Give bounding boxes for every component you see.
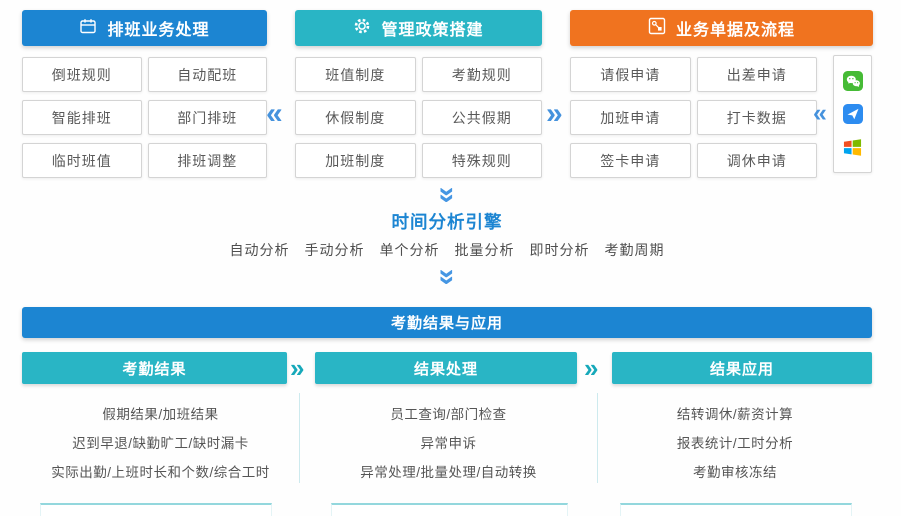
engine-mode: 手动分析 [304,242,365,258]
item-box: 打卡数据 [696,100,817,135]
result-item: 实际出勤/上班时长和个数/综合工时 [51,465,270,480]
item-box: 考勤规则 [421,57,542,92]
flow-left-chevron-icon: « [813,99,827,127]
item-box: 倒班规则 [22,57,142,92]
gear-icon [353,17,371,40]
result-item: 结转调休/薪资计算 [676,407,794,422]
item-box: 智能排班 [22,100,142,135]
group-scheduling: 排班业务处理 倒班规则 自动配班 智能排班 部门排班 临时班值 排班调整 [22,10,267,178]
item-box: 班值制度 [295,57,416,92]
group-documents: 业务单据及流程 请假申请 出差申请 加班申请 打卡数据 签卡申请 调休申请 [570,10,873,178]
engine-mode: 自动分析 [229,242,290,258]
item-box: 临时班值 [22,143,142,178]
item-box: 特殊规则 [421,143,542,178]
group-policy: 管理政策搭建 班值制度 考勤规则 休假制度 公共假期 加班制度 特殊规则 [295,10,542,178]
group-policy-title: 管理政策搭建 [381,22,484,39]
item-box: 自动配班 [147,57,267,92]
result-item: 员工查询/部门检查 [390,407,507,422]
engine-mode: 单个分析 [379,242,440,258]
item-box: 部门排班 [147,100,267,135]
wechat-icon [842,70,863,91]
engine-title: 时间分析引擎 [391,212,503,232]
group-policy-items: 班值制度 考勤规则 休假制度 公共假期 加班制度 特殊规则 [295,57,542,178]
flow-right-chevron-icon: » [546,97,563,130]
group-documents-header: 业务单据及流程 [570,10,873,46]
flow-down-chevron-icon: » [431,186,464,204]
cutoff-box [40,503,272,516]
results-column-header: 结果处理 [315,352,577,384]
group-documents-items: 请假申请 出差申请 加班申请 打卡数据 签卡申请 调休申请 [570,57,817,178]
paper-plane-app-icon [842,104,863,125]
result-item: 异常处理/批量处理/自动转换 [360,465,537,480]
item-box: 调休申请 [696,143,817,178]
result-item: 异常申诉 [420,436,477,451]
result-item: 考勤审核冻结 [693,465,777,480]
engine-mode: 即时分析 [529,242,590,258]
results-column-application: 结转调休/薪资计算 报表统计/工时分析 考勤审核冻结 [598,393,872,483]
results-column-header: 考勤结果 [22,352,287,384]
item-box: 排班调整 [147,143,267,178]
flow-right-chevron-icon: » [584,353,599,383]
item-box: 公共假期 [421,100,542,135]
channel-icon-strip [833,55,872,173]
group-scheduling-header: 排班业务处理 [22,10,267,46]
flow-right-chevron-icon: » [290,353,305,383]
group-policy-header: 管理政策搭建 [295,10,542,46]
result-item: 迟到早退/缺勤旷工/缺时漏卡 [72,436,249,451]
engine-mode: 批量分析 [454,242,515,258]
calendar-icon [79,17,97,40]
group-scheduling-title: 排班业务处理 [107,22,210,39]
cutoff-box [331,503,568,516]
result-item: 报表统计/工时分析 [676,436,794,451]
item-box: 请假申请 [570,57,691,92]
item-box: 加班制度 [295,143,416,178]
results-banner: 考勤结果与应用 [22,307,872,338]
item-box: 出差申请 [696,57,817,92]
group-scheduling-items: 倒班规则 自动配班 智能排班 部门排班 临时班值 排班调整 [22,57,267,178]
engine-mode: 考勤周期 [604,242,665,258]
results-column-header: 结果应用 [612,352,872,384]
flow-left-chevron-icon: « [266,97,283,130]
item-box: 加班申请 [570,100,691,135]
result-item: 假期结果/加班结果 [102,407,219,422]
windows-icon [843,138,862,157]
group-documents-title: 业务单据及流程 [675,22,795,39]
item-box: 休假制度 [295,100,416,135]
flow-down-chevron-icon: » [431,268,464,286]
results-column-attendance: 假期结果/加班结果 迟到早退/缺勤旷工/缺时漏卡 实际出勤/上班时长和个数/综合… [22,393,300,483]
item-box: 签卡申请 [570,143,691,178]
results-column-processing: 员工查询/部门检查 异常申诉 异常处理/批量处理/自动转换 [300,393,598,483]
cutoff-box [620,503,852,516]
engine-modes: 自动分析 手动分析 单个分析 批量分析 即时分析 考勤周期 [22,240,872,260]
flow-icon [648,17,666,40]
